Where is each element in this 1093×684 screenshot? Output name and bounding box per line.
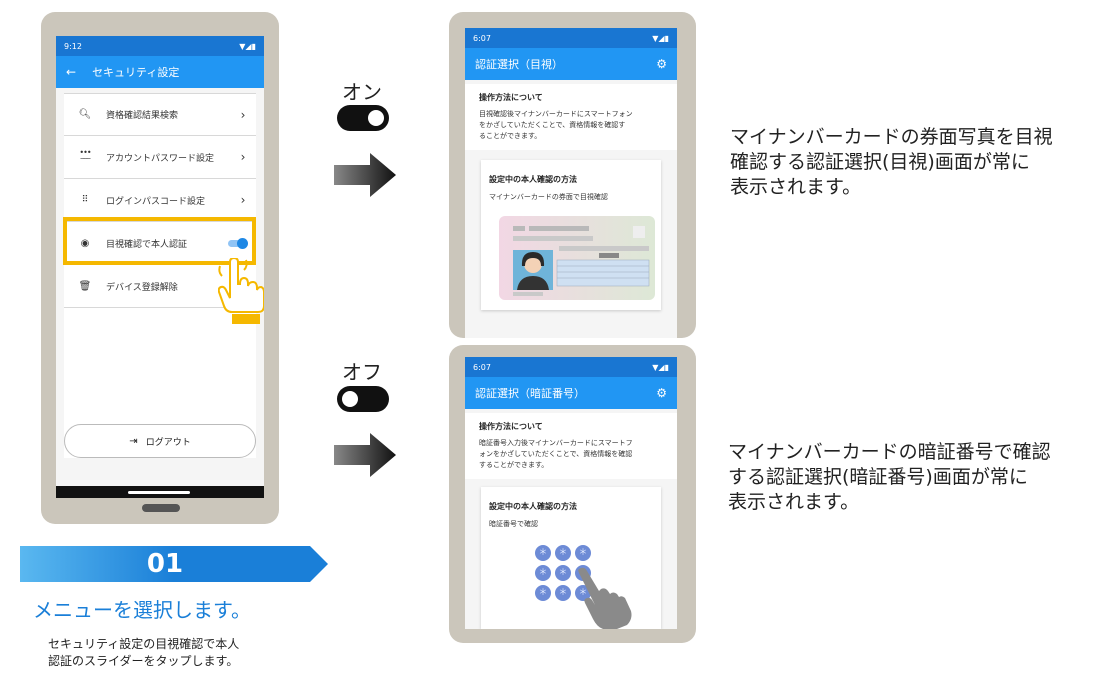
how-title: 操作方法について — [479, 422, 543, 431]
eye-icon: ◉ — [80, 237, 90, 249]
method-title: 設定中の本人確認の方法 — [489, 502, 577, 511]
gear-icon[interactable]: ⚙ — [656, 57, 667, 71]
toggle-on-knob — [368, 110, 384, 126]
chevron-right-icon: › — [240, 107, 246, 122]
status-icons: ▼◢▮ — [652, 33, 669, 43]
step-body: セキュリティ設定の目視確認で本人 認証のスライダーをタップします。 — [48, 636, 239, 670]
gear-icon[interactable]: ⚙ — [656, 386, 667, 400]
how-title: 操作方法について — [479, 93, 543, 102]
search-icon: 🔍︎ — [78, 109, 92, 120]
method-title: 設定中の本人確認の方法 — [489, 175, 577, 184]
logout-label: ログアウト — [145, 437, 191, 448]
status-time: 9:12 — [64, 41, 82, 51]
logout-icon: ⇥ — [129, 435, 138, 447]
pin-dot: ＊ — [555, 585, 571, 601]
status-bar: 9:12 ▼◢▮ — [56, 36, 264, 56]
how-text-1: 暗証番号入力後マイナンバーカードにスマートフ — [479, 439, 633, 447]
password-icon: •••‾‾‾ — [79, 148, 91, 166]
status-time: 6:07 — [473, 362, 491, 372]
mynumber-card-image — [499, 216, 655, 300]
method-card: 設定中の本人確認の方法 マイナンバーカードの券面で目視確認 — [481, 160, 661, 310]
menu-item-search[interactable]: 🔍︎ 資格確認結果検索 › — [64, 93, 256, 136]
keypad-icon: ⠿ — [81, 195, 89, 205]
toggle-on-icon — [337, 105, 389, 131]
chevron-right-icon: › — [240, 193, 246, 207]
step-body-line: 認証のスライダーをタップします。 — [48, 654, 239, 668]
menu-item-label: 資格確認結果検索 — [106, 111, 179, 121]
menu-item-label: 目視確認で本人認証 — [106, 239, 188, 250]
nav-bar — [56, 486, 264, 498]
pin-dot: ＊ — [555, 565, 571, 581]
status-icons: ▼◢▮ — [652, 362, 669, 372]
logout-button[interactable]: ⇥ ログアウト — [64, 424, 256, 458]
how-section: 操作方法について 暗証番号入力後マイナンバーカードにスマートフ ォンをかざしてい… — [465, 413, 677, 479]
bottom-right-phone-screen: 6:07 ▼◢▮ 認証選択（暗証番号） ⚙ 操作方法について 暗証番号入力後マイ… — [465, 357, 677, 629]
pointing-hand-icon — [578, 567, 632, 629]
visual-auth-toggle[interactable] — [226, 238, 248, 249]
chevron-right-icon: › — [240, 150, 246, 164]
status-bar: 6:07 ▼◢▮ — [465, 28, 677, 48]
description-bottom-line: 表示されます。 — [728, 491, 860, 513]
description-top-line: マイナンバーカードの券面写真を目視 — [730, 126, 1053, 148]
method-card: 設定中の本人確認の方法 暗証番号で確認 ＊ ＊ ＊ ＊ ＊ ＊ ＊ ＊ ＊ — [481, 487, 661, 629]
toggle-knob — [237, 238, 248, 249]
page-title: 認証選択（目視） — [475, 58, 563, 71]
how-text-3: ることができます。 — [479, 132, 542, 140]
how-text-1: 目視確認後マイナンバーカードにスマートフォン — [479, 110, 633, 118]
pin-dot: ＊ — [555, 545, 571, 561]
bottom-right-phone-frame: 6:07 ▼◢▮ 認証選択（暗証番号） ⚙ 操作方法について 暗証番号入力後マイ… — [449, 345, 696, 643]
home-indicator — [128, 491, 190, 494]
menu-item-login-passcode[interactable]: ⠿ ログインパスコード設定 › — [64, 179, 256, 222]
menu-item-account-password[interactable]: •••‾‾‾ アカウントパスワード設定 › — [64, 136, 256, 179]
back-arrow-icon[interactable]: ← — [66, 65, 77, 79]
toggle-on-label: オン — [342, 80, 382, 104]
pin-dot: ＊ — [575, 545, 591, 561]
pin-dot: ＊ — [535, 545, 551, 561]
step-body-line: セキュリティ設定の目視確認で本人 — [48, 637, 240, 651]
how-text-2: ォンをかざしていただくことで、資格情報を確認 — [479, 450, 633, 458]
pin-dot: ＊ — [535, 585, 551, 601]
step-banner — [20, 546, 328, 582]
method-text: マイナンバーカードの券面で目視確認 — [489, 193, 608, 201]
description-bottom-line: する認証選択(暗証番号)画面が常に — [728, 466, 1028, 488]
arrow-right-icon-bottom — [334, 433, 396, 477]
page-title: セキュリティ設定 — [92, 66, 180, 79]
how-text-3: することができます。 — [479, 461, 549, 469]
menu-item-label: アカウントパスワード設定 — [106, 153, 215, 164]
app-bar: 認証選択（目視） ⚙ — [465, 48, 677, 80]
description-top: マイナンバーカードの券面写真を目視 確認する認証選択(目視)画面が常に 表示され… — [730, 125, 1053, 200]
toggle-off-label: オフ — [342, 360, 382, 384]
top-right-phone-frame: 6:07 ▼◢▮ 認証選択（目視） ⚙ 操作方法について 目視確認後マイナンバー… — [449, 12, 696, 338]
method-text: 暗証番号で確認 — [489, 520, 538, 528]
step-heading: メニューを選択します。 — [33, 598, 251, 622]
toggle-off-icon — [337, 386, 389, 412]
how-section: 操作方法について 目視確認後マイナンバーカードにスマートフォン をかざしていただ… — [465, 84, 677, 150]
page-title: 認証選択（暗証番号） — [475, 387, 585, 400]
menu-item-label: デバイス登録解除 — [106, 282, 178, 293]
description-bottom-line: マイナンバーカードの暗証番号で確認 — [728, 441, 1051, 463]
description-top-line: 表示されます。 — [730, 176, 862, 198]
status-bar: 6:07 ▼◢▮ — [465, 357, 677, 377]
arrow-right-icon-top — [334, 153, 396, 197]
top-right-phone-screen: 6:07 ▼◢▮ 認証選択（目視） ⚙ 操作方法について 目視確認後マイナンバー… — [465, 28, 677, 338]
menu-item-label: ログインパスコード設定 — [106, 196, 206, 207]
pin-dot: ＊ — [535, 565, 551, 581]
step-number: 01 — [146, 549, 184, 579]
app-bar: ← セキュリティ設定 — [56, 56, 264, 88]
how-text-2: をかざしていただくことで、資格情報を確認す — [479, 121, 626, 129]
toggle-off-knob — [342, 391, 358, 407]
description-bottom: マイナンバーカードの暗証番号で確認 する認証選択(暗証番号)画面が常に 表示され… — [728, 440, 1051, 515]
description-top-line: 確認する認証選択(目視)画面が常に — [730, 151, 1030, 173]
highlight-frame — [63, 217, 256, 265]
app-bar: 認証選択（暗証番号） ⚙ — [465, 377, 677, 409]
tap-hand-icon — [218, 258, 264, 324]
status-time: 6:07 — [473, 33, 491, 43]
home-button — [142, 504, 180, 512]
trash-icon: 🗑︎ — [78, 280, 92, 292]
status-icons: ▼◢▮ — [239, 41, 256, 51]
